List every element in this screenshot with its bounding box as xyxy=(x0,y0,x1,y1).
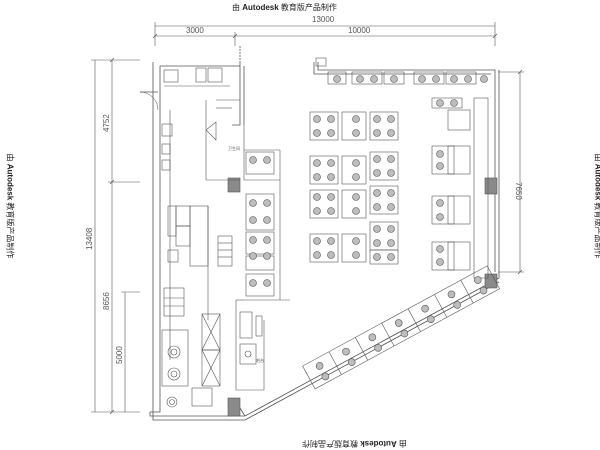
outer-walls xyxy=(139,46,500,421)
label-bar: 吧台 xyxy=(256,357,264,363)
dim-right-width: 10000 xyxy=(348,26,371,35)
dimension-right: 7650 xyxy=(498,69,524,275)
dim-lower-left-sub-height: 5000 xyxy=(115,346,124,364)
booth-tables-left xyxy=(245,151,275,297)
top-row-tables xyxy=(327,71,488,85)
dimension-top: 13000 3000 10000 xyxy=(152,15,498,46)
dim-overall-height: 13408 xyxy=(85,227,94,250)
dim-overall-width: 13000 xyxy=(312,15,335,24)
booth-table-2 xyxy=(245,193,275,231)
inner-partitions xyxy=(236,125,290,301)
structural-columns xyxy=(227,57,498,417)
dim-right-height: 7650 xyxy=(514,182,523,200)
watermark-top: 由 Autodesk 教育版产品制作 xyxy=(232,3,337,12)
bar-counter: 吧台 xyxy=(235,300,265,391)
booth-table-1 xyxy=(245,151,275,175)
central-tables xyxy=(309,111,399,265)
toilet-area: 卫生间 xyxy=(205,99,240,267)
dim-left-width: 3000 xyxy=(186,26,204,35)
kitchen-area xyxy=(161,67,230,408)
booth-table-5 xyxy=(245,273,275,297)
booth-table-3 xyxy=(245,231,275,255)
dimension-left: 13408 4752 8656 5000 xyxy=(85,57,140,415)
booth-table-4 xyxy=(245,252,275,271)
right-wall-tables xyxy=(431,97,489,279)
label-toilet: 卫生间 xyxy=(228,145,240,151)
dim-lower-left-height: 8656 xyxy=(102,292,111,310)
dim-upper-left-height: 4752 xyxy=(102,114,111,132)
diagonal-tables xyxy=(302,265,500,390)
